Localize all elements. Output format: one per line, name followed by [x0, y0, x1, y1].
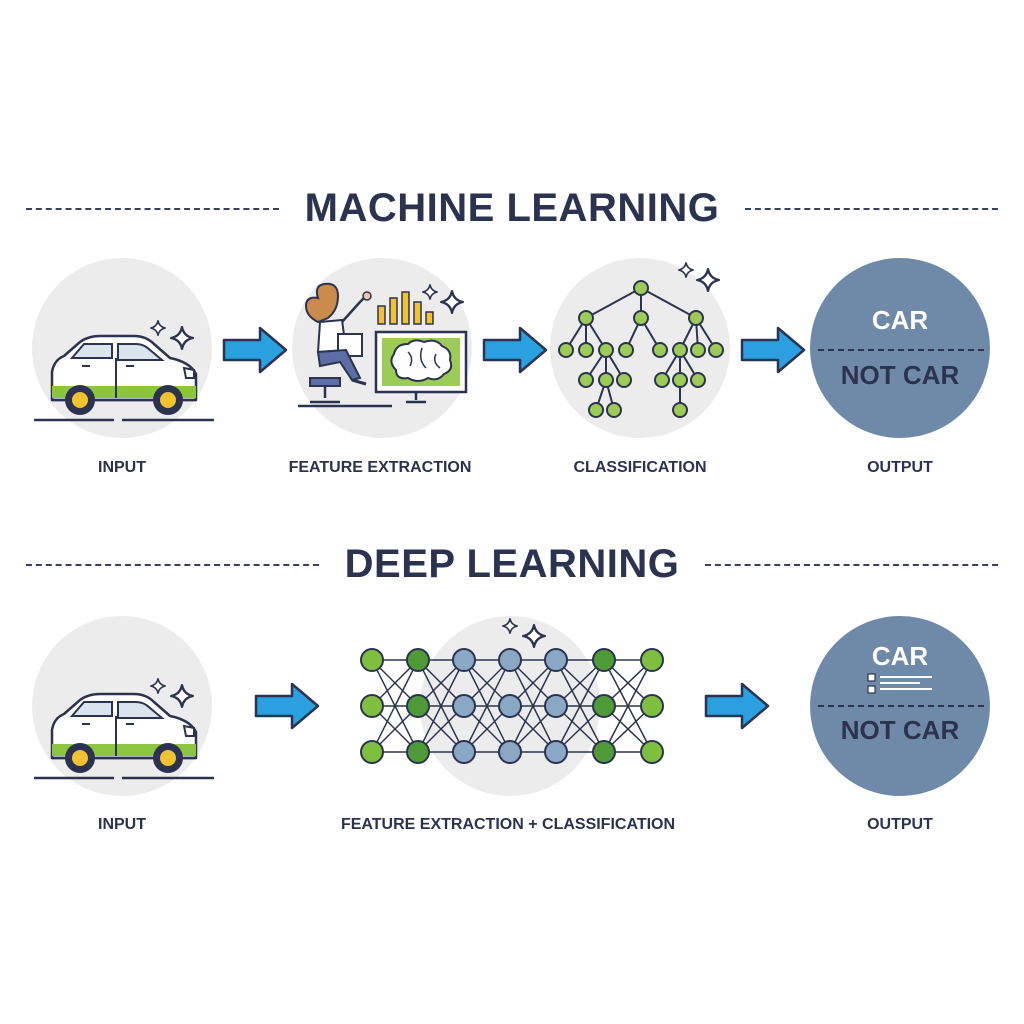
dl-output-not-car: NOT CAR: [840, 715, 960, 745]
network-node: [360, 740, 384, 764]
network-node: [592, 648, 616, 672]
network-node: [592, 740, 616, 764]
deep-learning-heading: DEEP LEARNING: [0, 542, 1024, 587]
network-node: [592, 694, 616, 718]
network-node: [406, 648, 430, 672]
arrow-icon: [704, 682, 770, 730]
network-node: [406, 694, 430, 718]
dl-step-output: OUTPUT: [867, 816, 933, 833]
ml-step-classification: CLASSIFICATION: [573, 459, 707, 476]
network-node: [406, 740, 430, 764]
network-node: [360, 694, 384, 718]
arrow-icon: [254, 682, 320, 730]
person-at-computer-icon: [298, 282, 468, 408]
network-edge: [463, 659, 511, 753]
arrow-icon: [482, 326, 548, 374]
network-node: [544, 648, 568, 672]
heading-divider-left: [26, 563, 319, 566]
ml-step-feature-extraction: FEATURE EXTRACTION: [288, 459, 472, 476]
classification-bg-circle: [550, 258, 730, 438]
network-node: [452, 740, 476, 764]
checklist-icon: [867, 673, 932, 694]
network-node: [360, 648, 384, 672]
dl-step-feature-extraction-classification: FEATURE EXTRACTION + CLASSIFICATION: [340, 816, 676, 833]
ml-output-car: CAR: [871, 305, 929, 335]
network-node: [498, 740, 522, 764]
heading-divider-left: [26, 207, 279, 210]
network-edge: [603, 659, 653, 753]
network-node: [640, 694, 664, 718]
network-edge: [371, 659, 419, 753]
output-circle: [810, 258, 990, 438]
network-node: [498, 694, 522, 718]
deep-learning-title: DEEP LEARNING: [344, 542, 680, 586]
heading-divider-right: [745, 207, 999, 210]
machine-learning-heading: MACHINE LEARNING: [0, 186, 1024, 231]
dl-output-car: CAR: [871, 641, 929, 671]
network-node: [498, 648, 522, 672]
dl-step-input: INPUT: [98, 816, 146, 833]
network-node: [452, 694, 476, 718]
network-node: [640, 648, 664, 672]
machine-learning-title: MACHINE LEARNING: [304, 186, 720, 230]
network-node: [640, 740, 664, 764]
decision-tree-icon: [558, 280, 724, 418]
neural-network-icon: [360, 648, 664, 764]
network-node: [544, 694, 568, 718]
network-node: [452, 648, 476, 672]
ml-output-not-car: NOT CAR: [840, 360, 960, 390]
heading-divider-right: [705, 563, 999, 566]
ml-step-output: OUTPUT: [867, 459, 933, 476]
network-node: [544, 740, 568, 764]
network-edge: [555, 659, 605, 753]
network-edge: [417, 659, 465, 753]
arrow-icon: [740, 326, 806, 374]
ml-step-input: INPUT: [98, 459, 146, 476]
network-edge: [509, 659, 557, 753]
arrow-icon: [222, 326, 288, 374]
